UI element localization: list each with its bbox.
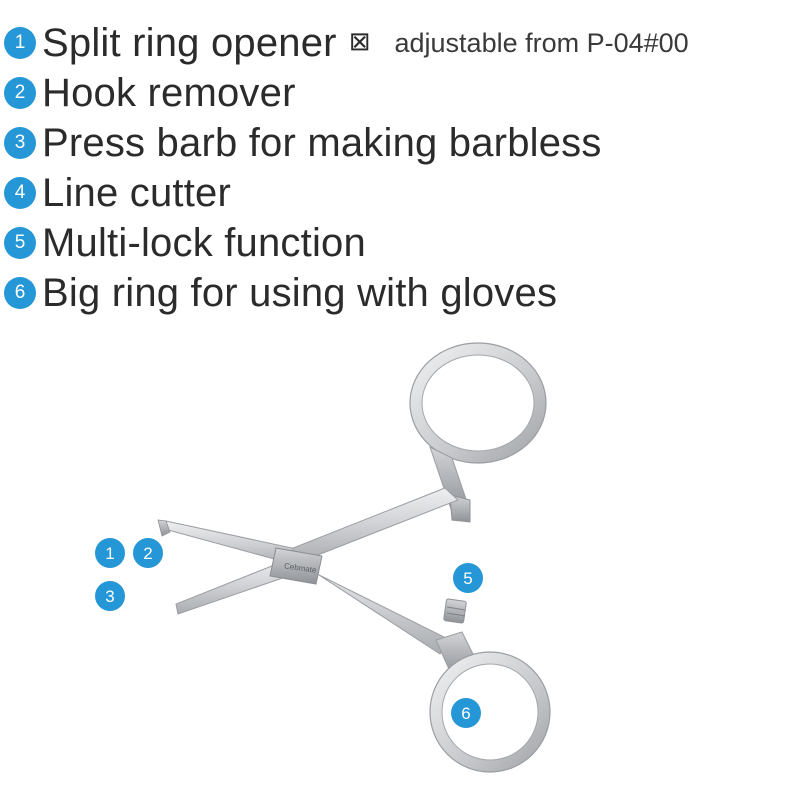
bullet-number-2: 2	[4, 77, 36, 109]
callout-number: 1	[105, 544, 114, 563]
forceps-tool-illustration: Cebmate 1 2 3 5 6	[95, 342, 551, 773]
feature-label: Hook remover	[42, 71, 296, 115]
feature-label: Line cutter	[42, 171, 231, 215]
bullet-number-5: 5	[4, 227, 36, 259]
upper-finger-ring	[409, 342, 547, 523]
feature-list: 1 Split ring opener ⊠ adjustable from P-…	[4, 18, 794, 318]
bullet-number-3: 3	[4, 127, 36, 159]
bullet-number-1: 1	[4, 27, 36, 59]
lower-finger-ring	[429, 631, 551, 773]
feature-label: Multi-lock function	[42, 221, 366, 265]
lower-arm	[175, 555, 467, 655]
feature-item-line-cutter: 4 Line cutter	[4, 168, 794, 218]
feature-note: adjustable from P-04#00	[394, 27, 689, 58]
feature-item-hook-remover: 2 Hook remover	[4, 68, 794, 118]
bullet-number-6: 6	[4, 277, 36, 309]
callout-5: 5	[453, 563, 483, 593]
feature-label: Big ring for using with gloves	[42, 271, 558, 315]
callout-number: 5	[463, 569, 472, 588]
feature-item-big-ring: 6 Big ring for using with gloves	[4, 268, 794, 318]
callout-3: 3	[95, 581, 125, 611]
feature-label: Press barb for making barbless	[42, 121, 602, 165]
callout-6: 6	[451, 698, 481, 728]
callout-number: 2	[143, 544, 152, 563]
callout-number: 3	[105, 587, 114, 606]
feature-label: Split ring opener	[42, 21, 337, 65]
callout-1: 1	[95, 538, 125, 568]
callout-number: 6	[461, 704, 470, 723]
boxed-x-glyph: ⊠	[348, 25, 371, 56]
callout-2: 2	[133, 538, 163, 568]
bullet-number-4: 4	[4, 177, 36, 209]
feature-item-press-barb: 3 Press barb for making barbless	[4, 118, 794, 168]
feature-item-split-ring-opener: 1 Split ring opener ⊠ adjustable from P-…	[4, 18, 794, 68]
hinge-box: Cebmate	[269, 547, 323, 585]
feature-item-multi-lock: 5 Multi-lock function	[4, 218, 794, 268]
